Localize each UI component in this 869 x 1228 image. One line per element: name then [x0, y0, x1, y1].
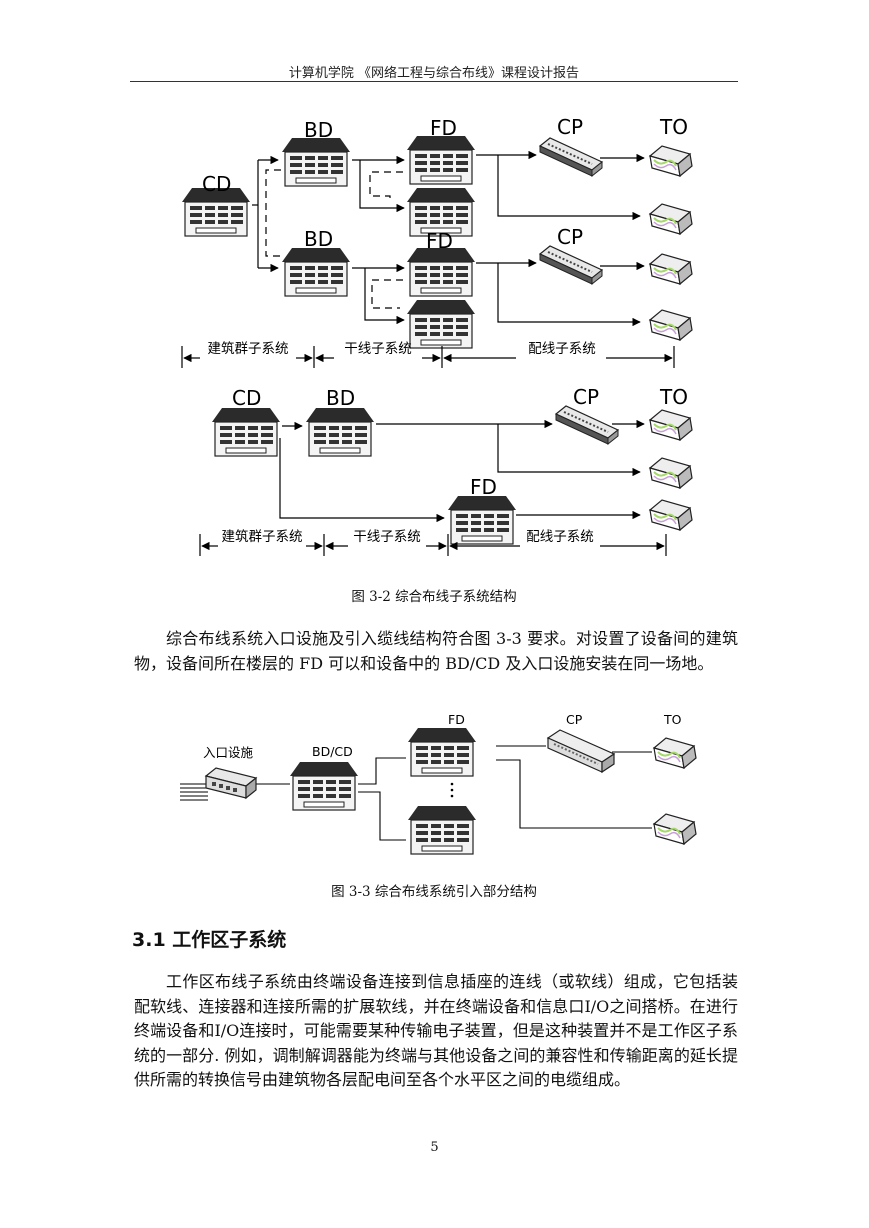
bdcd-building-icon — [289, 761, 359, 811]
fd-building-icon — [407, 727, 477, 777]
to-outlet-icon — [649, 203, 693, 235]
bd-building-icon — [281, 137, 351, 187]
span-bar-bottom — [199, 534, 667, 556]
cp-device-icon — [555, 405, 619, 445]
figure-3-2-top — [252, 150, 645, 327]
label-cp: CP — [557, 115, 583, 139]
label-fd: FD — [470, 475, 497, 499]
label-fd: FD — [448, 712, 465, 727]
span-label-horizontal: 配线子系统 — [526, 529, 594, 545]
figure-3-3-devices — [204, 727, 697, 855]
to-outlet-icon — [653, 737, 697, 769]
label-to: TO — [663, 712, 682, 727]
header-rule — [130, 81, 738, 82]
fd-building-icon — [447, 495, 517, 545]
label-cp: CP — [557, 225, 583, 249]
span-bar-top — [181, 346, 675, 368]
figure-3-2-bottom — [279, 419, 645, 523]
label-cd: CD — [202, 172, 231, 196]
to-outlet-icon — [649, 253, 693, 285]
label-bd: BD — [304, 118, 333, 142]
paragraph-work-area: 工作区布线子系统由终端设备连接到信息插座的连线（或软线）组成，它包括装配软线、连… — [134, 972, 738, 1089]
label-bd: BD — [304, 227, 333, 251]
span-label-backbone: 干线子系统 — [344, 341, 412, 357]
to-outlet-icon — [649, 409, 693, 441]
fd-building-icon — [406, 135, 476, 185]
label-fd: FD — [426, 229, 453, 253]
cp-device-icon — [539, 245, 603, 285]
label-to: TO — [659, 385, 688, 409]
fd-building-icon — [406, 247, 476, 297]
label-entrance: 入口设施 — [203, 745, 254, 760]
paragraph-entrance-facility: 综合布线系统入口设施及引入缆线结构符合图 3-3 要求。对设置了设备间的建筑物，… — [134, 629, 738, 673]
span-label-campus: 建筑群子系统 — [222, 529, 303, 545]
span-label-campus: 建筑群子系统 — [208, 341, 289, 357]
to-outlet-icon — [649, 499, 693, 531]
bd-building-icon — [305, 407, 375, 457]
figure-3-2-bottom-devices — [211, 405, 693, 545]
figure-3-3-caption: 图 3-3 综合布线系统引入部分结构 — [331, 884, 537, 900]
span-label-horizontal: 配线子系统 — [528, 341, 596, 357]
label-fd: FD — [430, 116, 457, 140]
label-cp: CP — [573, 385, 599, 409]
label-to: TO — [659, 115, 688, 139]
label-bdcd: BD/CD — [312, 744, 353, 759]
bd-building-icon — [281, 247, 351, 297]
label-bd: BD — [326, 386, 355, 410]
cd-building-icon — [211, 407, 281, 457]
label-cp: CP — [566, 712, 583, 727]
to-outlet-icon — [649, 145, 693, 177]
to-outlet-icon — [653, 813, 697, 845]
running-header: 计算机学院 《网络工程与综合布线》课程设计报告 — [288, 66, 580, 81]
cp-device-icon — [539, 137, 603, 177]
fd-building-icon — [407, 805, 477, 855]
figure-3-3 — [180, 745, 652, 841]
to-outlet-icon — [649, 457, 693, 489]
figure-3-2-caption: 图 3-2 综合布线子系统结构 — [351, 589, 517, 605]
vertical-ellipsis — [450, 782, 454, 798]
page-number: 5 — [430, 1140, 439, 1155]
fd-building-icon — [406, 299, 476, 349]
to-outlet-icon — [649, 309, 693, 341]
span-label-backbone: 干线子系统 — [353, 529, 421, 545]
cp-device-icon — [546, 729, 616, 774]
entrance-facility-icon — [204, 767, 258, 800]
section-heading: 3.1 工作区子系统 — [132, 929, 287, 951]
label-cd: CD — [232, 386, 261, 410]
